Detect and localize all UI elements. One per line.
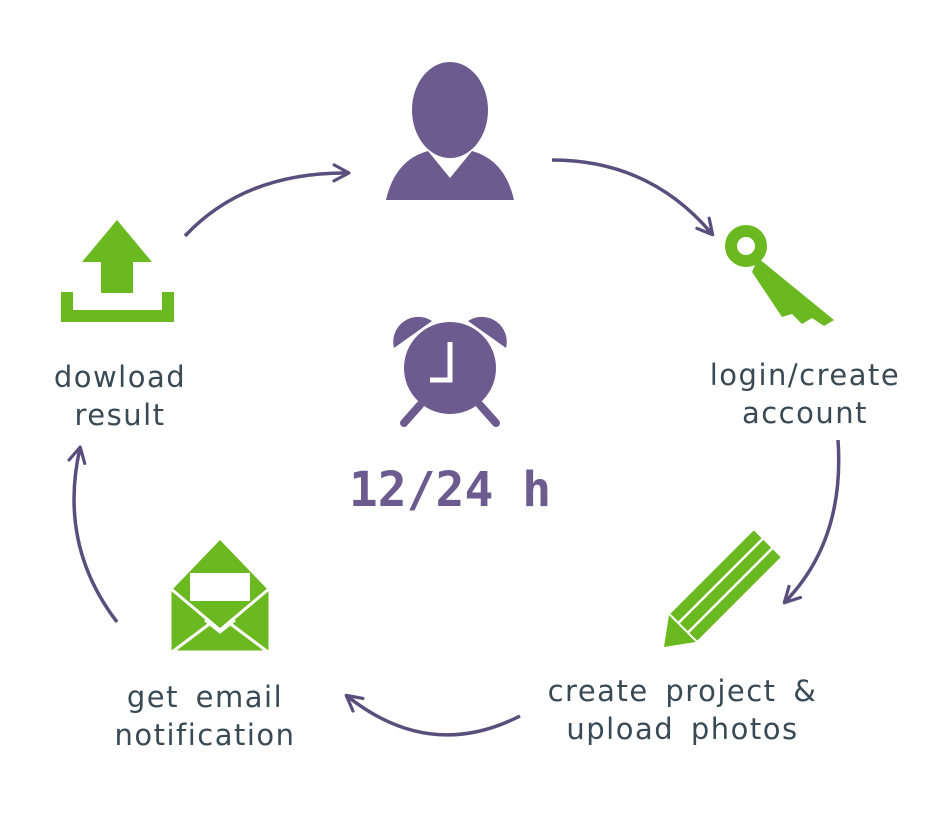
arrow-download-to-user	[183, 163, 351, 238]
label-line: login/create	[709, 358, 901, 392]
pencil-icon	[664, 530, 781, 647]
label-line: create project &	[547, 674, 818, 708]
label-line: notification	[114, 718, 296, 752]
arrow-key-to-pencil	[782, 439, 841, 605]
label-line: get email	[126, 680, 284, 714]
envelope-icon	[168, 540, 272, 654]
download-icon	[61, 220, 174, 322]
label-line: result	[74, 398, 166, 432]
key-icon	[725, 225, 834, 326]
step-label-email: get email notification	[90, 678, 320, 754]
label-line: dowload	[53, 360, 187, 394]
turnaround-time: 12/24 h	[348, 462, 552, 518]
step-label-download: dowload result	[20, 358, 220, 434]
alarm-clock-icon	[393, 316, 507, 427]
label-line: account	[741, 396, 869, 430]
user-icon	[386, 62, 514, 200]
step-label-create-project: create project & upload photos	[500, 672, 865, 748]
arrow-user-to-key	[551, 158, 715, 237]
arrow-pencil-to-envelope	[344, 693, 521, 737]
label-line: upload photos	[566, 712, 799, 746]
arrow-envelope-to-download	[67, 445, 119, 624]
step-label-login: login/create account	[675, 356, 935, 432]
